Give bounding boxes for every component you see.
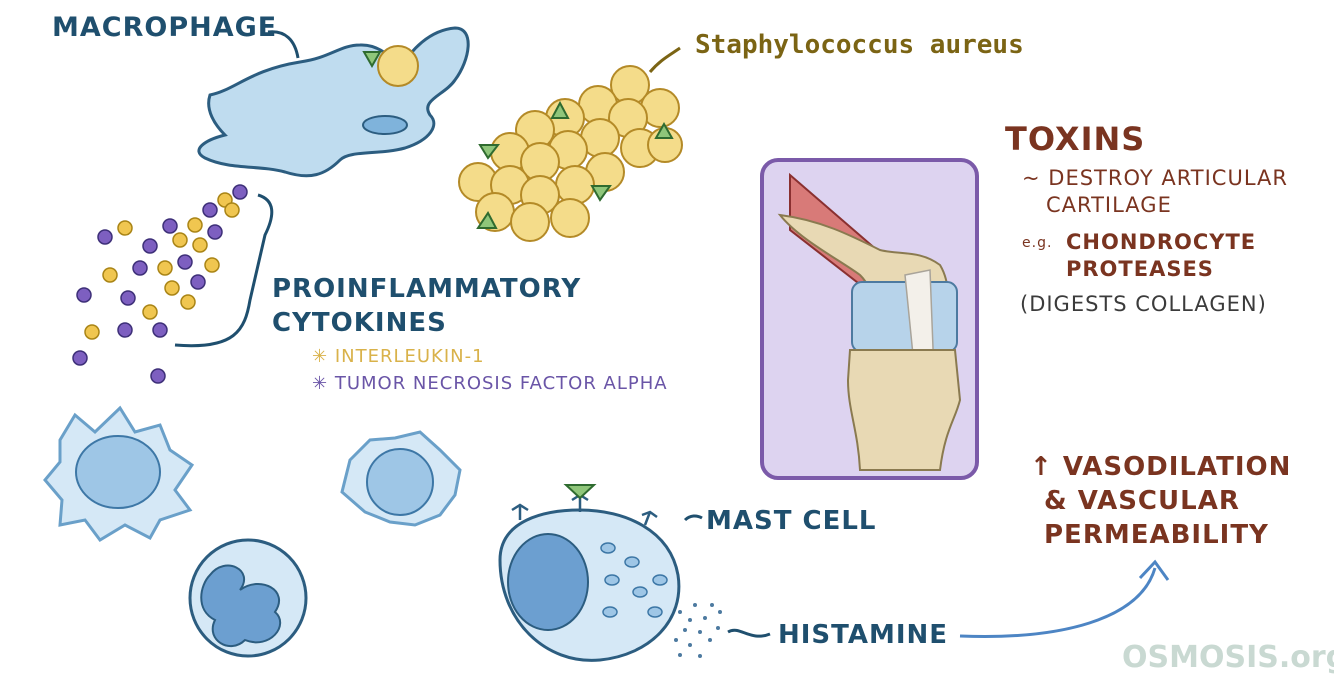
cytokine-particles: [73, 185, 247, 383]
toxins-line2: CARTILAGE: [1046, 193, 1172, 217]
tnf-label: TUMOR NECROSIS FACTOR ALPHA: [335, 373, 668, 394]
histamine-label: HISTAMINE: [778, 620, 948, 650]
osmosis-watermark: OSMOSIS.org: [1122, 640, 1334, 675]
mast-cell: [500, 485, 679, 660]
histamine-granules: [674, 603, 722, 658]
bacteria-label: Staphylococcus aureus: [695, 30, 1024, 60]
up-arrow-icon: ↑: [1030, 452, 1053, 482]
neutrophil-cell: [190, 540, 306, 656]
il1-item: ✳ INTERLEUKIN-1: [312, 346, 485, 367]
dendritic-cell-left: [45, 408, 192, 540]
bullet-icon: ✳: [312, 373, 328, 394]
toxins-eg: e.g.: [1022, 235, 1052, 251]
cytokines-label-line2: CYTOKINES: [272, 308, 447, 338]
effect-vasodilation: VASODILATION: [1063, 452, 1292, 482]
effect-line2: & VASCULAR: [1044, 486, 1240, 516]
effect-arrow: [960, 568, 1155, 636]
knee-joint-image: [762, 160, 977, 478]
toxins-protease-line2: PROTEASES: [1066, 257, 1214, 281]
histamine-pointer: [728, 630, 770, 636]
mast-cell-label: MAST CELL: [706, 506, 876, 536]
toxins-title: TOXINS: [1005, 120, 1145, 158]
effect-line1: ↑ VASODILATION: [1030, 452, 1291, 482]
toxins-note: (DIGESTS COLLAGEN): [1020, 292, 1267, 316]
effect-line3: PERMEABILITY: [1044, 520, 1269, 550]
macrophage-label: MACROPHAGE: [52, 12, 277, 43]
toxins-line1: ~ DESTROY ARTICULAR: [1022, 166, 1288, 190]
cytokine-bracket: [175, 195, 272, 346]
bacteria-pointer: [650, 48, 680, 72]
mast-cell-pointer: [685, 516, 702, 520]
cytokines-label-line1: PROINFLAMMATORY: [272, 274, 581, 304]
macrophage-cell: [199, 28, 468, 176]
bullet-icon: ✳: [312, 346, 328, 367]
tnf-item: ✳ TUMOR NECROSIS FACTOR ALPHA: [312, 373, 668, 394]
il1-label: INTERLEUKIN-1: [335, 346, 485, 367]
toxins-protease-line1: CHONDROCYTE: [1066, 230, 1256, 254]
dendritic-cell-right: [342, 432, 460, 525]
